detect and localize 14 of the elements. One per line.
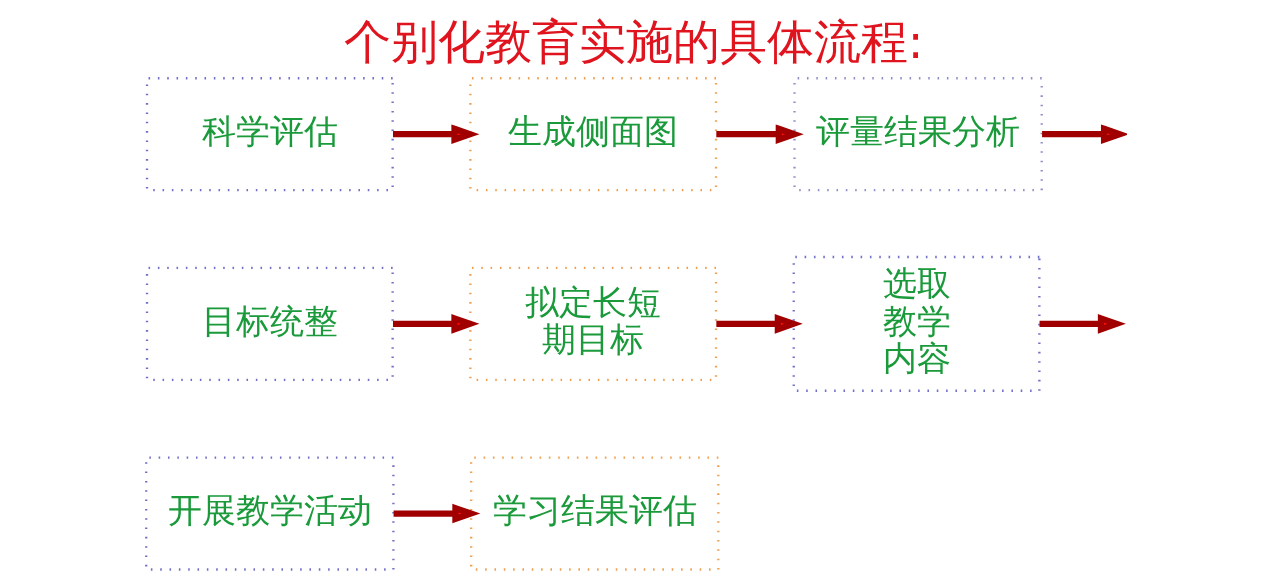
node-box: 目标统整 <box>145 266 394 381</box>
node-box: 评量结果分析 <box>792 77 1043 192</box>
arrow <box>1041 124 1127 145</box>
node-box: 拟定长短期目标 <box>468 266 717 381</box>
diagram-title: 个别化教育实施的具体流程: <box>343 15 923 70</box>
arrow <box>715 314 803 334</box>
node-box: 生成侧面图 <box>468 77 717 192</box>
arrow <box>392 124 479 145</box>
node-box: 学习结果评估 <box>469 456 719 571</box>
arrow <box>392 314 479 334</box>
arrow <box>715 124 804 145</box>
node-box: 科学评估 <box>145 77 394 192</box>
node-box: 选取教学内容 <box>792 255 1041 392</box>
node-box: 开展教学活动 <box>144 456 395 571</box>
